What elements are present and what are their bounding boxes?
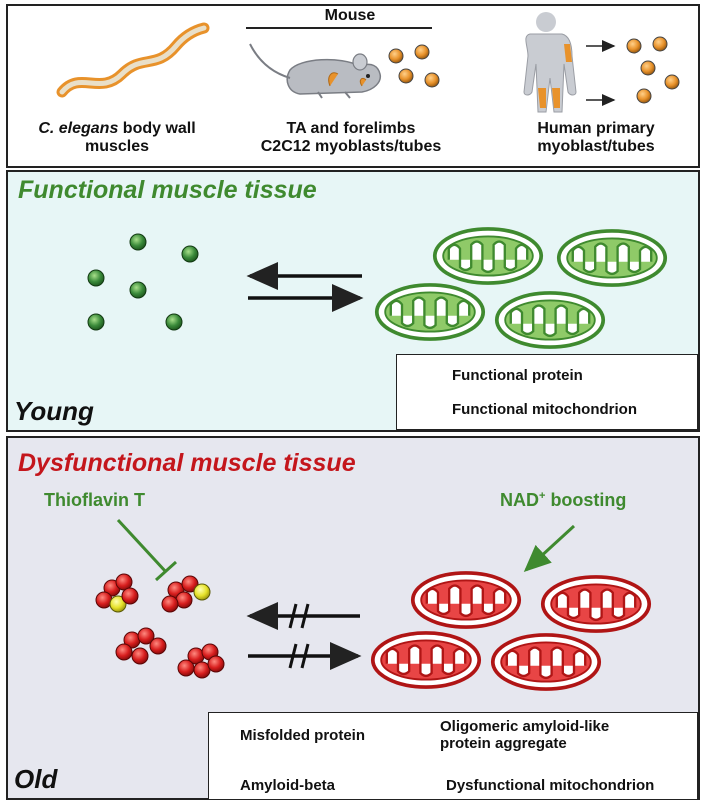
legend-dys-mito-label: Dysfunctional mitochondrion xyxy=(446,777,655,794)
nad-boost-arrow xyxy=(523,524,576,573)
nad-prefix: NAD xyxy=(500,490,539,510)
human-myoblast-dots xyxy=(626,36,680,104)
old-panel-title: Dysfunctional muscle tissue xyxy=(18,449,356,477)
celegans-italic: C. elegans xyxy=(38,120,119,137)
amyloid-aggregates xyxy=(95,573,225,679)
young-panel-title: Functional muscle tissue xyxy=(18,176,317,204)
functional-proteins xyxy=(87,233,199,331)
mouse-header: Mouse xyxy=(324,7,376,24)
legend-aggregate-label: Oligomeric amyloid-like protein aggregat… xyxy=(440,718,609,752)
old-age-label: Old xyxy=(14,764,58,794)
functional-mitochondria xyxy=(374,227,668,349)
celegans-worm-icon xyxy=(56,22,210,98)
young-age-label: Young xyxy=(14,396,94,426)
blocked-equilibrium-arrows xyxy=(246,602,362,670)
thioflavin-label: Thioflavin T xyxy=(44,490,145,510)
human-body-icon xyxy=(523,12,577,113)
nad-superscript: + xyxy=(539,490,546,502)
dysfunctional-mitochondria xyxy=(370,571,652,691)
aggregate-line1: Oligomeric amyloid-like xyxy=(440,718,610,735)
mouse-line2: C2C12 myoblasts/tubes xyxy=(260,138,442,155)
equilibrium-arrows-young xyxy=(246,262,364,312)
legend-mito-label: Functional mitochondrion xyxy=(452,401,637,418)
mouse-label: TA and forelimbs C2C12 myoblasts/tubes xyxy=(238,120,464,156)
human-label: Human primary myoblast/tubes xyxy=(496,120,696,156)
young-legend xyxy=(396,354,698,430)
nad-suffix: boosting xyxy=(545,490,627,510)
celegans-rest: body wall xyxy=(118,120,196,137)
legend-misfolded-label: Misfolded protein xyxy=(240,727,365,744)
human-line2: myoblast/tubes xyxy=(537,138,655,155)
legend-protein-label: Functional protein xyxy=(452,367,583,384)
legend-amyloid-label: Amyloid-beta xyxy=(240,777,336,794)
nad-boosting-label: NAD+ boosting xyxy=(500,490,626,511)
celegans-line2: muscles xyxy=(84,138,150,155)
aggregate-line2: protein aggregate xyxy=(440,735,567,752)
old-legend xyxy=(208,712,698,800)
thioflavin-inhibition-line xyxy=(116,518,178,582)
mouse-line1: TA and forelimbs xyxy=(286,120,416,137)
mouse-icon xyxy=(249,43,382,99)
mouse-myoblast-dots xyxy=(388,44,440,88)
human-line1: Human primary xyxy=(537,120,655,137)
celegans-label: C. elegans body wall muscles xyxy=(8,120,226,156)
